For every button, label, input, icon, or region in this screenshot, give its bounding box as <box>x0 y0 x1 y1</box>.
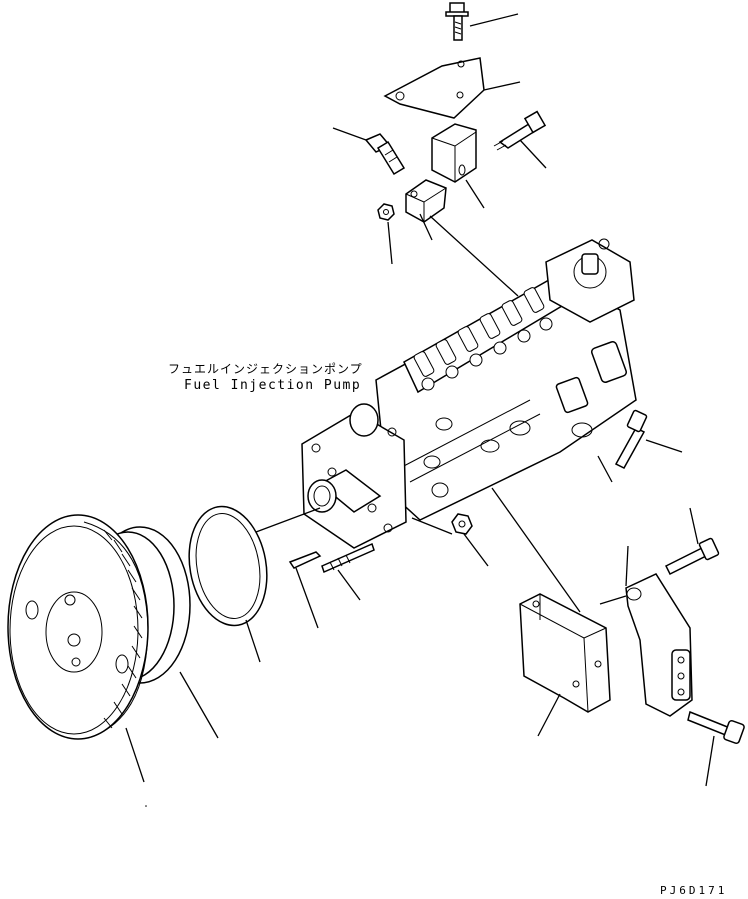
leader-line <box>689 507 699 545</box>
leader-line <box>295 567 319 629</box>
woodruff-key <box>288 551 322 569</box>
bracket-top-bolt <box>664 537 720 576</box>
leader-line <box>429 215 519 297</box>
mounting-bracket-plate <box>383 57 485 119</box>
nut <box>377 203 395 221</box>
part-label-english: Fuel Injection Pump <box>184 378 362 393</box>
leader-line <box>597 455 613 483</box>
leader-line <box>705 735 715 787</box>
part-label-japanese: フュエルインジェクションポンプ <box>168 362 363 376</box>
drive-gear <box>7 514 191 740</box>
small-block <box>405 179 447 223</box>
lower-bracket <box>519 593 611 713</box>
leader-line <box>419 213 433 241</box>
leader-line <box>463 533 489 567</box>
leader-line <box>125 727 145 783</box>
bracket-arm <box>625 573 693 717</box>
stray-mark <box>145 805 147 807</box>
leader-line <box>599 595 627 605</box>
leader-line <box>245 619 261 663</box>
leader-line <box>337 569 361 601</box>
o-ring <box>188 505 268 627</box>
spacer-block <box>431 123 477 183</box>
fuel-injection-pump <box>301 238 637 549</box>
leader-line <box>332 127 367 141</box>
leader-line <box>625 545 629 587</box>
top-bolt <box>445 2 469 41</box>
pump-side-bolt <box>614 409 648 469</box>
leader-line <box>645 439 683 453</box>
leader-line <box>411 517 453 535</box>
leader-line <box>537 693 561 737</box>
long-bolt <box>493 110 547 151</box>
leader-line <box>465 179 485 209</box>
leader-line <box>491 487 581 613</box>
leader-line <box>255 507 321 533</box>
leader-line <box>387 221 393 265</box>
bracket-bottom-bolt <box>687 710 745 745</box>
leader-line <box>519 139 547 169</box>
pump-nut <box>451 513 473 535</box>
leader-line <box>483 81 521 91</box>
leader-line <box>469 13 519 27</box>
stud-bolt <box>321 542 375 574</box>
document-code: PJ6D171 <box>660 884 728 897</box>
small-bolt <box>364 133 406 176</box>
leader-line <box>179 671 219 739</box>
